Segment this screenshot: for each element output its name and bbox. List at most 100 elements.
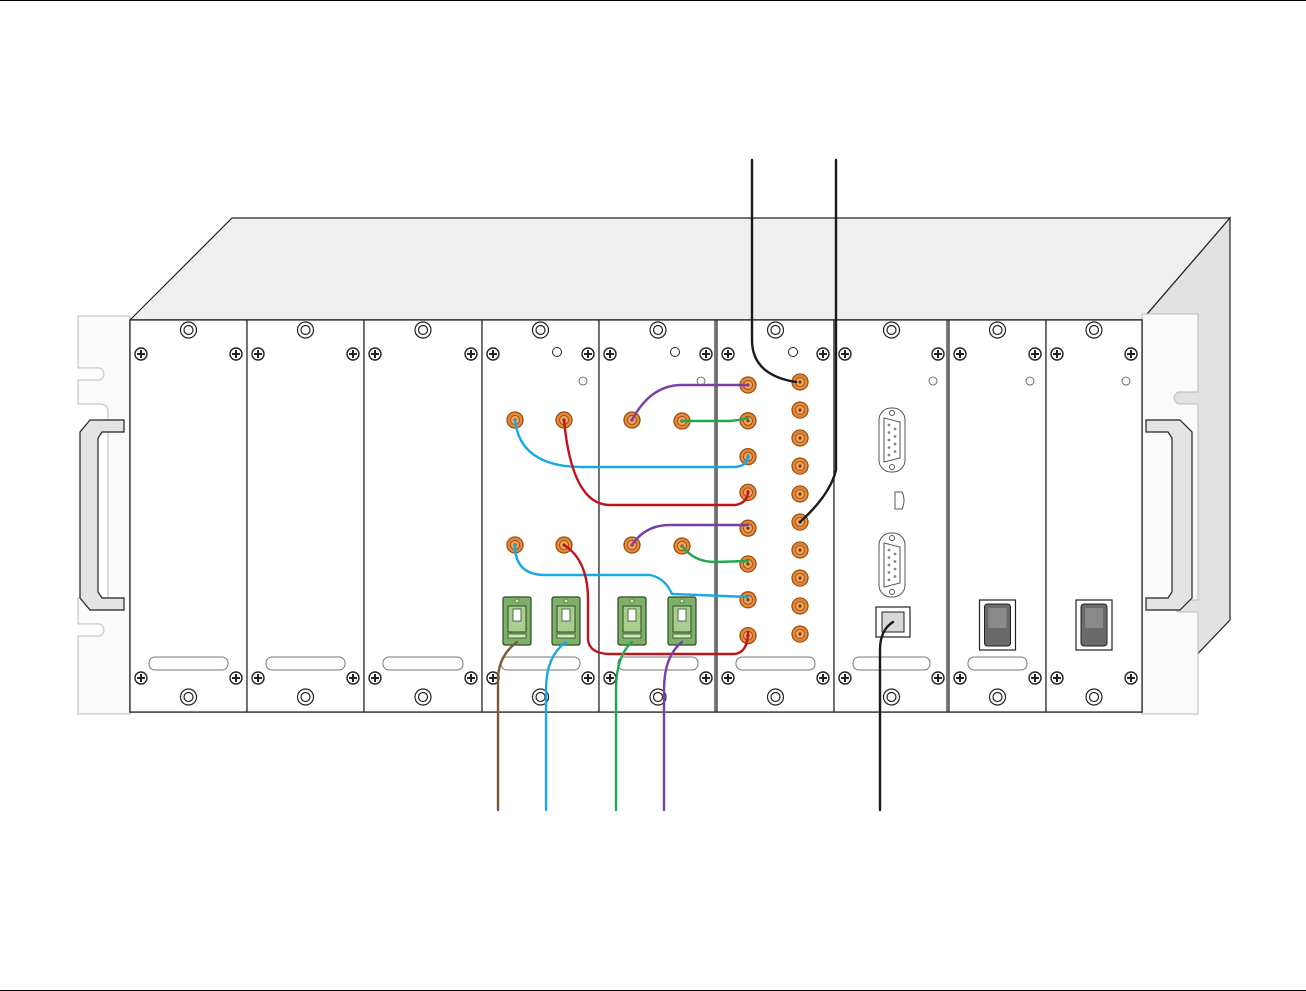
bnc-connector-icon[interactable]: [792, 430, 808, 446]
card-slot-9: [1046, 320, 1142, 712]
serial-port-icon[interactable]: [879, 533, 905, 597]
screw-icon: [465, 348, 477, 360]
ground-point-icon: [671, 348, 680, 357]
top-thumbscrew-icon[interactable]: [298, 322, 314, 338]
label-strip: [736, 657, 815, 670]
label-strip: [383, 657, 463, 670]
bottom-thumbscrew-icon[interactable]: [298, 689, 314, 705]
bnc-connector-icon[interactable]: [792, 570, 808, 586]
bottom-thumbscrew-icon[interactable]: [768, 689, 784, 705]
screw-icon: [252, 672, 264, 684]
bnc-connector-icon[interactable]: [792, 486, 808, 502]
rj-jack-module-icon[interactable]: [668, 597, 696, 645]
screw-icon: [722, 672, 734, 684]
screw-icon: [230, 348, 242, 360]
screw-icon: [1051, 348, 1063, 360]
ground-point-icon: [789, 348, 798, 357]
screw-icon: [839, 348, 851, 360]
bnc-connector-icon[interactable]: [792, 598, 808, 614]
screw-icon: [487, 348, 499, 360]
bnc-connector-icon[interactable]: [792, 458, 808, 474]
bottom-thumbscrew-icon[interactable]: [990, 689, 1006, 705]
screw-icon: [1125, 348, 1137, 360]
screw-icon: [722, 348, 734, 360]
card-slot-4: [482, 320, 599, 712]
screw-icon: [252, 348, 264, 360]
screw-icon: [369, 672, 381, 684]
label-strip: [501, 657, 580, 670]
screw-icon: [369, 348, 381, 360]
right-rack-ear: [1142, 314, 1198, 714]
screw-icon: [817, 348, 829, 360]
screw-icon: [230, 672, 242, 684]
screw-icon: [932, 348, 944, 360]
slot-faceplate: [364, 320, 482, 712]
left-rack-ear: [78, 316, 130, 714]
screw-icon: [932, 672, 944, 684]
bottom-thumbscrew-icon[interactable]: [415, 689, 431, 705]
screw-icon: [954, 672, 966, 684]
screw-icon: [582, 672, 594, 684]
screw-icon: [604, 672, 616, 684]
bnc-connector-icon[interactable]: [792, 626, 808, 642]
card-slot-1: [130, 320, 247, 712]
top-thumbscrew-icon[interactable]: [884, 322, 900, 338]
screw-icon: [465, 672, 477, 684]
bnc-connector-icon[interactable]: [740, 520, 756, 536]
bottom-thumbscrew-icon[interactable]: [1086, 689, 1102, 705]
status-led-icon: [929, 377, 937, 385]
label-strip: [149, 657, 228, 670]
label-strip: [968, 657, 1027, 670]
top-thumbscrew-icon[interactable]: [768, 322, 784, 338]
chassis-top: [130, 218, 1230, 320]
screw-icon: [1029, 348, 1041, 360]
slot-faceplate: [247, 320, 364, 712]
top-thumbscrew-icon[interactable]: [650, 322, 666, 338]
rj-jack-module-icon[interactable]: [552, 597, 580, 645]
screw-icon: [347, 348, 359, 360]
card-slot-2: [247, 320, 364, 712]
screw-icon: [582, 348, 594, 360]
rj-jack-module-icon[interactable]: [618, 597, 646, 645]
screw-icon: [700, 672, 712, 684]
top-thumbscrew-icon[interactable]: [415, 322, 431, 338]
screw-icon: [839, 672, 851, 684]
status-led-icon: [1122, 377, 1130, 385]
card-slot-7: [834, 320, 949, 712]
status-led-icon: [1026, 377, 1034, 385]
bnc-connector-icon[interactable]: [740, 556, 756, 572]
screw-icon: [1125, 672, 1137, 684]
screw-icon: [347, 672, 359, 684]
card-slot-3: [364, 320, 482, 712]
slot-faceplate: [130, 320, 247, 712]
label-strip: [266, 657, 345, 670]
screw-icon: [954, 348, 966, 360]
screw-icon: [1029, 672, 1041, 684]
card-slot-8: [949, 320, 1046, 712]
top-thumbscrew-icon[interactable]: [1086, 322, 1102, 338]
bottom-thumbscrew-icon[interactable]: [181, 689, 197, 705]
bnc-connector-icon[interactable]: [740, 413, 756, 429]
top-thumbscrew-icon[interactable]: [181, 322, 197, 338]
label-strip: [618, 657, 698, 670]
power-switch[interactable]: [980, 600, 1016, 650]
mode-indicator-icon: [895, 492, 904, 509]
bnc-connector-icon[interactable]: [792, 542, 808, 558]
power-switch[interactable]: [1076, 600, 1112, 650]
bottom-thumbscrew-icon[interactable]: [884, 689, 900, 705]
label-strip: [853, 657, 930, 670]
screw-icon: [700, 348, 712, 360]
status-led-icon: [579, 377, 587, 385]
top-thumbscrew-icon[interactable]: [533, 322, 549, 338]
screw-icon: [604, 348, 616, 360]
screw-icon: [1051, 672, 1063, 684]
bnc-connector-icon[interactable]: [792, 402, 808, 418]
ground-point-icon: [553, 348, 562, 357]
rj-jack-module-icon[interactable]: [503, 597, 531, 645]
screw-icon: [817, 672, 829, 684]
screw-icon: [135, 348, 147, 360]
serial-port-icon[interactable]: [879, 408, 905, 472]
bnc-connector-icon[interactable]: [740, 592, 756, 608]
top-thumbscrew-icon[interactable]: [990, 322, 1006, 338]
